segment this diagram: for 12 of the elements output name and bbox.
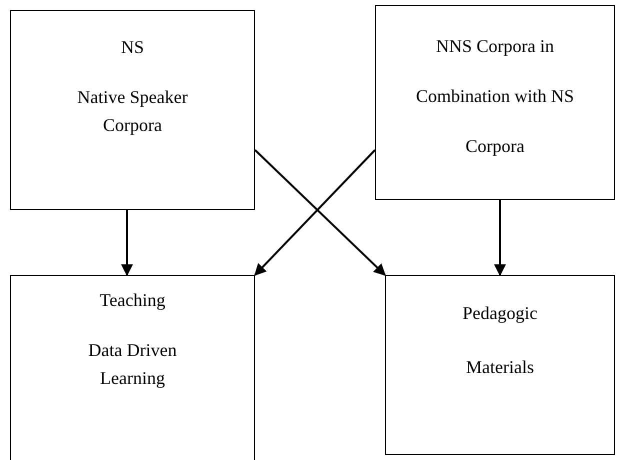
process-box <box>10 10 255 210</box>
process-box <box>375 5 615 200</box>
process-box <box>385 275 615 455</box>
box-text: Native Speaker Corpora <box>76 86 189 137</box>
box-text: Pedagogic Materials <box>462 302 538 379</box>
box-heading: Teaching <box>98 289 166 312</box>
box-text: NNS Corpora in Combination with NS Corpora <box>414 35 575 158</box>
arrow <box>494 200 506 276</box>
box-heading: NS <box>120 36 145 59</box>
box-text: Data Driven Learning <box>87 339 178 390</box>
process-box <box>10 275 255 460</box>
arrow <box>121 210 133 276</box>
